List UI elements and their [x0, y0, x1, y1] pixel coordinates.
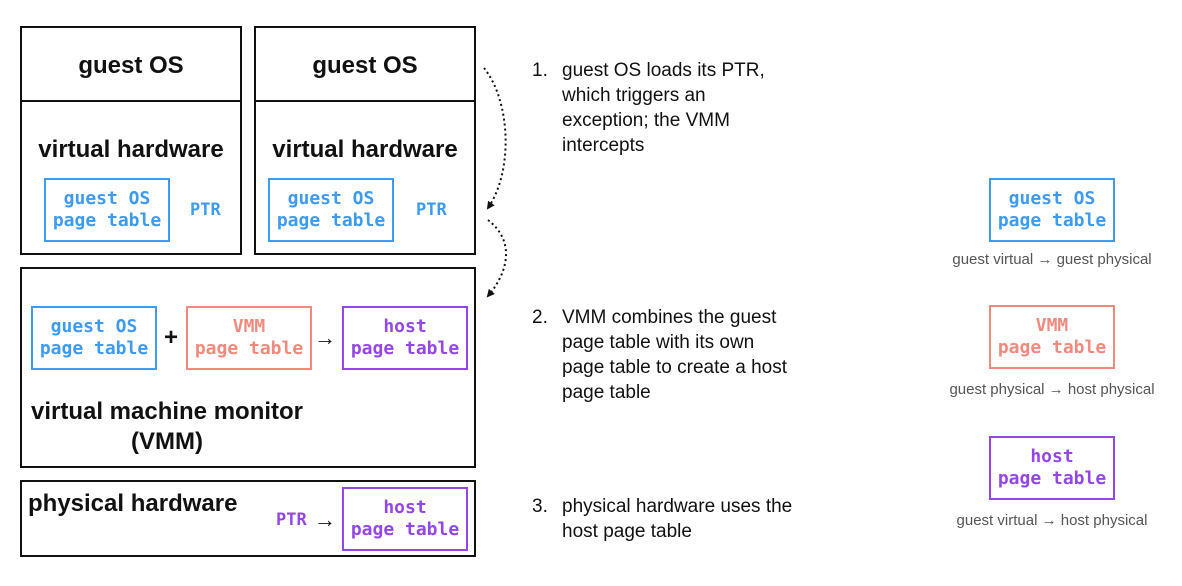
guest-os-label: guest OS	[256, 28, 474, 102]
legend-guest-caption: guest virtual → guest physical	[952, 251, 1152, 268]
legend-vmm-caption: guest physical → host physical	[949, 381, 1155, 398]
legend-line1: VMM	[1035, 315, 1069, 336]
guest-page-table-line2: page table	[39, 338, 149, 359]
legend-line2: page table	[997, 468, 1107, 489]
guest-vm-right: guest OS virtual hardware guest OS page …	[254, 26, 476, 255]
step-line: intercepts	[562, 135, 645, 156]
step-line: page table with its own	[562, 332, 755, 353]
plus-sign: +	[163, 324, 178, 351]
legend-line2: page table	[997, 210, 1107, 231]
step-line: guest OS loads its PTR,	[562, 60, 765, 81]
guest-page-table-line1: guest OS	[287, 188, 375, 209]
physical-hardware-box: physical hardware PTR → host page table	[20, 480, 476, 557]
virtual-hardware-label: virtual hardware	[38, 136, 224, 163]
legend-host-page-table: host page table	[989, 436, 1115, 500]
guest-os-label: guest OS	[22, 28, 240, 102]
step-text: VMM combines the guest page table with i…	[562, 305, 832, 405]
legend-line2: page table	[997, 337, 1107, 358]
legend-vmm-page-table: VMM page table	[989, 305, 1115, 369]
step-text: physical hardware uses the host page tab…	[562, 494, 832, 544]
ptr-arrow: →	[314, 507, 336, 532]
legend-host-caption: guest virtual → host physical	[956, 512, 1148, 529]
vmm-box: guest OS page table + VMM page table → h…	[20, 267, 476, 468]
host-page-table-box: host page table	[342, 306, 468, 370]
guest-page-table-line1: guest OS	[63, 188, 151, 209]
step-line: physical hardware uses the	[562, 496, 793, 517]
step-line: page table	[562, 382, 651, 403]
step-text: guest OS loads its PTR, which triggers a…	[562, 58, 832, 158]
ptr-label: PTR	[416, 200, 447, 220]
guest-page-table-box: guest OS page table	[268, 178, 394, 242]
legend-line1: guest OS	[1008, 188, 1096, 209]
dotted-arrow-2	[486, 219, 507, 298]
flow-arrows	[483, 67, 507, 298]
step-line: exception; the VMM	[562, 110, 730, 131]
physical-hardware-label: physical hardware	[28, 490, 238, 517]
dotted-arrow-1	[483, 67, 507, 210]
vmm-page-table-line1: VMM	[232, 316, 266, 337]
vmm-guest-page-table-box: guest OS page table	[31, 306, 157, 370]
guest-page-table-line2: page table	[276, 210, 386, 231]
guest-page-table-box: guest OS page table	[44, 178, 170, 242]
step-number: 2.	[532, 307, 548, 328]
step-line: VMM combines the guest	[562, 307, 777, 328]
step-number: 1.	[532, 60, 548, 81]
vmm-title-line1: virtual machine monitor	[30, 398, 304, 425]
host-page-table-line1: host	[383, 316, 427, 337]
step-line: which triggers an	[562, 85, 706, 106]
legend-guest-page-table: guest OS page table	[989, 178, 1115, 242]
host-page-table-line2: page table	[350, 519, 460, 540]
legend-line1: host	[1030, 446, 1074, 467]
ptr-label: PTR	[190, 200, 221, 220]
step-line: page table to create a host	[562, 357, 787, 378]
host-page-table-line2: page table	[350, 338, 460, 359]
virtual-hardware-label: virtual hardware	[272, 136, 458, 163]
combine-arrow: →	[314, 325, 336, 350]
guest-vm-left: guest OS virtual hardware guest OS page …	[20, 26, 242, 255]
host-page-table-line1: host	[383, 497, 427, 518]
vmm-page-table-box: VMM page table	[186, 306, 312, 370]
step-line: host page table	[562, 521, 692, 542]
step-number: 3.	[532, 496, 548, 517]
ptr-label: PTR	[276, 510, 307, 530]
guest-page-table-line2: page table	[52, 210, 162, 231]
physical-host-page-table-box: host page table	[342, 487, 468, 551]
guest-page-table-line1: guest OS	[50, 316, 138, 337]
vmm-page-table-line2: page table	[194, 338, 304, 359]
vmm-title-line2: (VMM)	[131, 428, 203, 455]
